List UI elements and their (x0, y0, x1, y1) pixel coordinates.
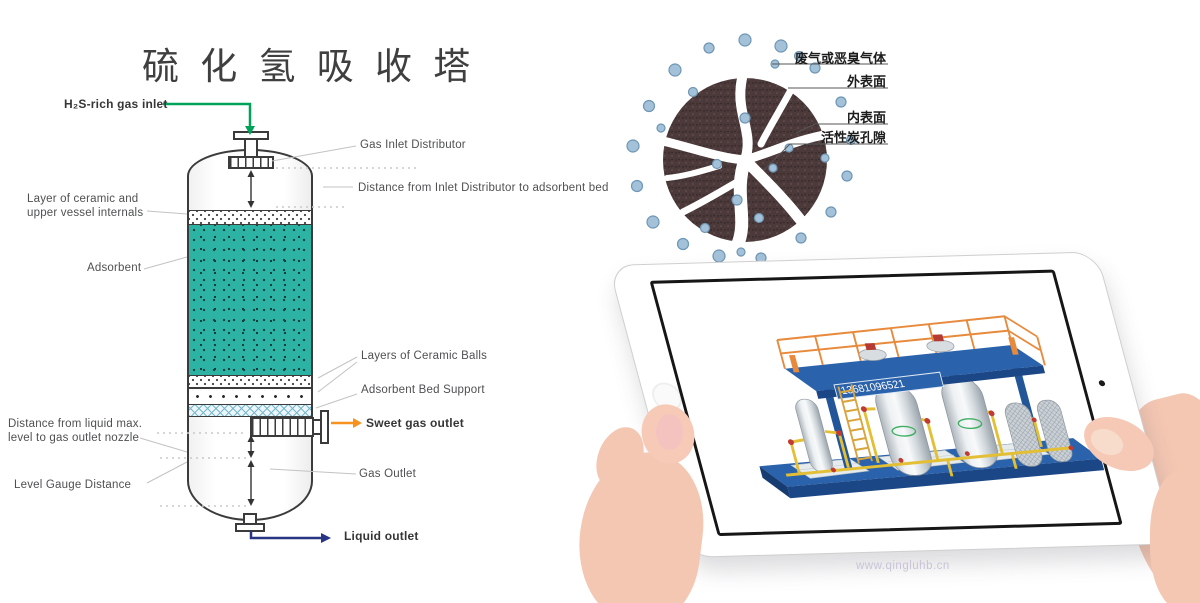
label-waste-gas: 废气或恶臭气体 (794, 51, 886, 66)
label-h2s-inlet: H₂S-rich gas inlet (64, 97, 168, 111)
tablet-device: 13681096521 (608, 251, 1176, 558)
gas-outlet-distributor (250, 417, 314, 437)
carbon-particle (654, 69, 834, 253)
bottom-nozzle-flange (235, 523, 265, 532)
label-distance-inlet: Distance from Inlet Distributor to adsor… (358, 182, 609, 194)
label-level-gauge: Level Gauge Distance (14, 479, 132, 491)
label-outer-surface: 外表面 (846, 74, 886, 89)
sweet-gas-arrow (331, 418, 362, 428)
label-layer-ceramic-1: Layer of ceramic and (27, 193, 139, 205)
ceramic-balls-layer (189, 375, 311, 388)
upper-ceramic-layer (189, 210, 311, 225)
label-layer-ceramic-2: upper vessel internals (27, 207, 144, 219)
label-bed-support: Adsorbent Bed Support (361, 384, 485, 396)
plant-valves (787, 406, 1074, 473)
label-liquid-outlet: Liquid outlet (344, 529, 419, 543)
activated-carbon-diagram (626, 33, 857, 264)
plant-banner: 13681096521 (833, 371, 945, 400)
absorption-tower-vessel (187, 149, 313, 521)
sweet-gas-flange (320, 410, 329, 444)
plant-3d-render: 13681096521 (759, 315, 1105, 499)
label-ceramic-balls: Layers of Ceramic Balls (361, 350, 488, 362)
camera-icon (1098, 380, 1106, 387)
label-distance-liquid-1: Distance from liquid max. (8, 418, 143, 430)
right-hand-wrist (1150, 470, 1200, 603)
left-thumb-nail (656, 414, 683, 450)
label-distance-liquid-2: level to gas outlet nozzle (8, 432, 140, 444)
plant-railing (776, 315, 1046, 369)
label-gas-outlet: Gas Outlet (359, 468, 416, 480)
label-carbon-pores: 活性炭孔隙 (820, 130, 886, 145)
label-gas-inlet-distributor: Gas Inlet Distributor (360, 139, 466, 151)
plant-ladder (837, 384, 873, 464)
label-adsorbent: Adsorbent (87, 262, 142, 274)
tower-title: 硫 化 氢 吸 收 塔 (142, 47, 477, 88)
liquid-outlet-arrow (249, 531, 331, 543)
bed-support-layer (189, 404, 311, 417)
ceramic-balls-layer-2 (189, 388, 311, 404)
label-inner-surface: 内表面 (846, 110, 886, 125)
tablet-screen[interactable]: 13681096521 (649, 269, 1123, 537)
adsorbent-bed (189, 225, 311, 375)
watermark-url: www.qingluhb.cn (856, 560, 950, 572)
gas-inlet-distributor (228, 156, 274, 169)
label-sweet-gas-outlet: Sweet gas outlet (366, 416, 464, 430)
